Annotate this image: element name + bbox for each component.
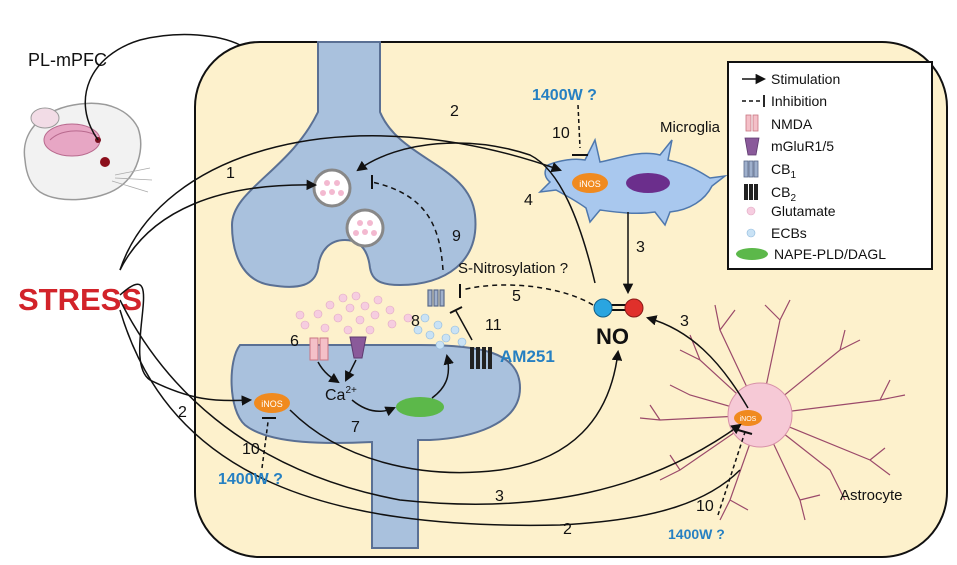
legend-label-inhibition: Inhibition <box>771 93 827 109</box>
inhibition-s-nitrosylation <box>461 284 594 306</box>
mglur-receptor-icon <box>744 137 760 156</box>
inhibitor-1400w-microglia: 1400W ? <box>532 87 597 104</box>
glutamate-cluster <box>295 291 413 335</box>
step-10-microglia: 10 <box>552 125 570 142</box>
step-8: 8 <box>411 313 420 330</box>
stress-arrows <box>119 135 742 527</box>
legend-label-mglur: mGluR1/5 <box>771 138 834 154</box>
no-label: NO <box>596 324 629 349</box>
mouse-head-icon <box>23 102 153 201</box>
step-9: 9 <box>452 228 461 245</box>
step-6: 6 <box>290 333 299 350</box>
cb2-receptor-icon <box>744 184 758 200</box>
region-connector <box>84 33 241 141</box>
inos-neuron-badge: iNOS <box>254 393 290 413</box>
svg-text:iNOS: iNOS <box>261 399 283 409</box>
step-2-astrocyte: 2 <box>563 521 572 538</box>
legend-label-stimulation: Stimulation <box>771 71 840 87</box>
inhibition-1400w-astrocyte <box>717 431 746 516</box>
arrow-mglur-to-calcium <box>345 359 357 382</box>
arrow-calcium-to-enzyme <box>351 399 396 417</box>
legend-label-cb1: CB1 <box>771 161 796 181</box>
cb1-receptor <box>427 289 445 307</box>
cb2-receptor <box>470 347 492 369</box>
legend-label-glutamate: Glutamate <box>771 203 836 219</box>
nmda-receptor <box>309 337 329 361</box>
microglia-label: Microglia <box>660 119 721 136</box>
step-10-neuron: 10 <box>242 441 260 458</box>
inhibition-1400w-neuron <box>261 421 269 469</box>
synaptic-vesicle <box>312 168 352 208</box>
legend-label-ecbs: ECBs <box>771 225 807 241</box>
arrow-astrocyte-to-no <box>645 315 749 409</box>
no-molecule-icon <box>593 298 644 318</box>
nape-pld-dagl-enzyme <box>396 397 444 417</box>
legend-label-nmda: NMDA <box>771 116 813 132</box>
arrow-neuron-to-no <box>289 349 623 474</box>
arrow-receptors-to-calcium <box>317 361 340 384</box>
s-nitrosylation-label: S-Nitrosylation ? <box>458 260 568 277</box>
legend: Stimulation Inhibition NMDA mGluR1/5 CB1… <box>727 61 933 270</box>
inhibition-9 <box>371 181 444 271</box>
synaptic-vesicle <box>345 208 385 248</box>
inhibition-1400w-microglia <box>577 104 581 149</box>
region-label: PL-mPFC <box>28 50 107 70</box>
ecb-dot-icon <box>746 228 756 238</box>
svg-text:iNOS: iNOS <box>579 179 601 189</box>
inos-microglia-badge: iNOS <box>572 173 608 193</box>
nape-pld-dagl-icon <box>736 248 768 260</box>
step-4: 4 <box>524 192 533 209</box>
legend-label-cb2: CB2 <box>771 184 796 204</box>
step-2-microglia: 2 <box>450 103 459 120</box>
am251-label: AM251 <box>500 347 555 366</box>
microglia-nucleus <box>626 173 670 193</box>
postsynaptic-neuron <box>230 343 522 549</box>
legend-label-nape-pld-dagl: NAPE-PLD/DAGL <box>774 246 886 262</box>
step-3-astrocyte: 3 <box>680 313 689 330</box>
astrocyte-label: Astrocyte <box>840 487 903 504</box>
arrow-enzyme-to-ecbs <box>431 353 454 399</box>
step-3-neuron: 3 <box>495 488 504 505</box>
step-2-neuron: 2 <box>178 404 187 421</box>
step-11: 11 <box>485 317 502 334</box>
step-1: 1 <box>226 165 235 182</box>
calcium-label: Ca2+ <box>325 385 357 404</box>
inhibition-11 <box>455 310 473 341</box>
inos-astrocyte-badge: iNOS <box>734 410 762 426</box>
stress-label: STRESS <box>18 282 142 317</box>
step-5: 5 <box>512 288 521 305</box>
step-3-microglia: 3 <box>636 239 645 256</box>
cb1-receptor-icon <box>743 160 759 178</box>
arrow-microglia-to-presynapse <box>356 142 596 284</box>
inhibitor-1400w-astrocyte: 1400W ? <box>668 526 725 542</box>
nmda-receptor-icon <box>745 114 759 132</box>
mglur-receptor <box>349 336 367 359</box>
glutamate-dot-icon <box>746 206 756 216</box>
step-10-astrocyte: 10 <box>696 498 714 515</box>
ecb-cluster <box>413 313 467 350</box>
svg-text:iNOS: iNOS <box>740 416 757 423</box>
inhibitor-1400w-neuron: 1400W ? <box>218 471 283 488</box>
inhibition-icon <box>742 95 765 107</box>
step-7: 7 <box>351 419 360 436</box>
